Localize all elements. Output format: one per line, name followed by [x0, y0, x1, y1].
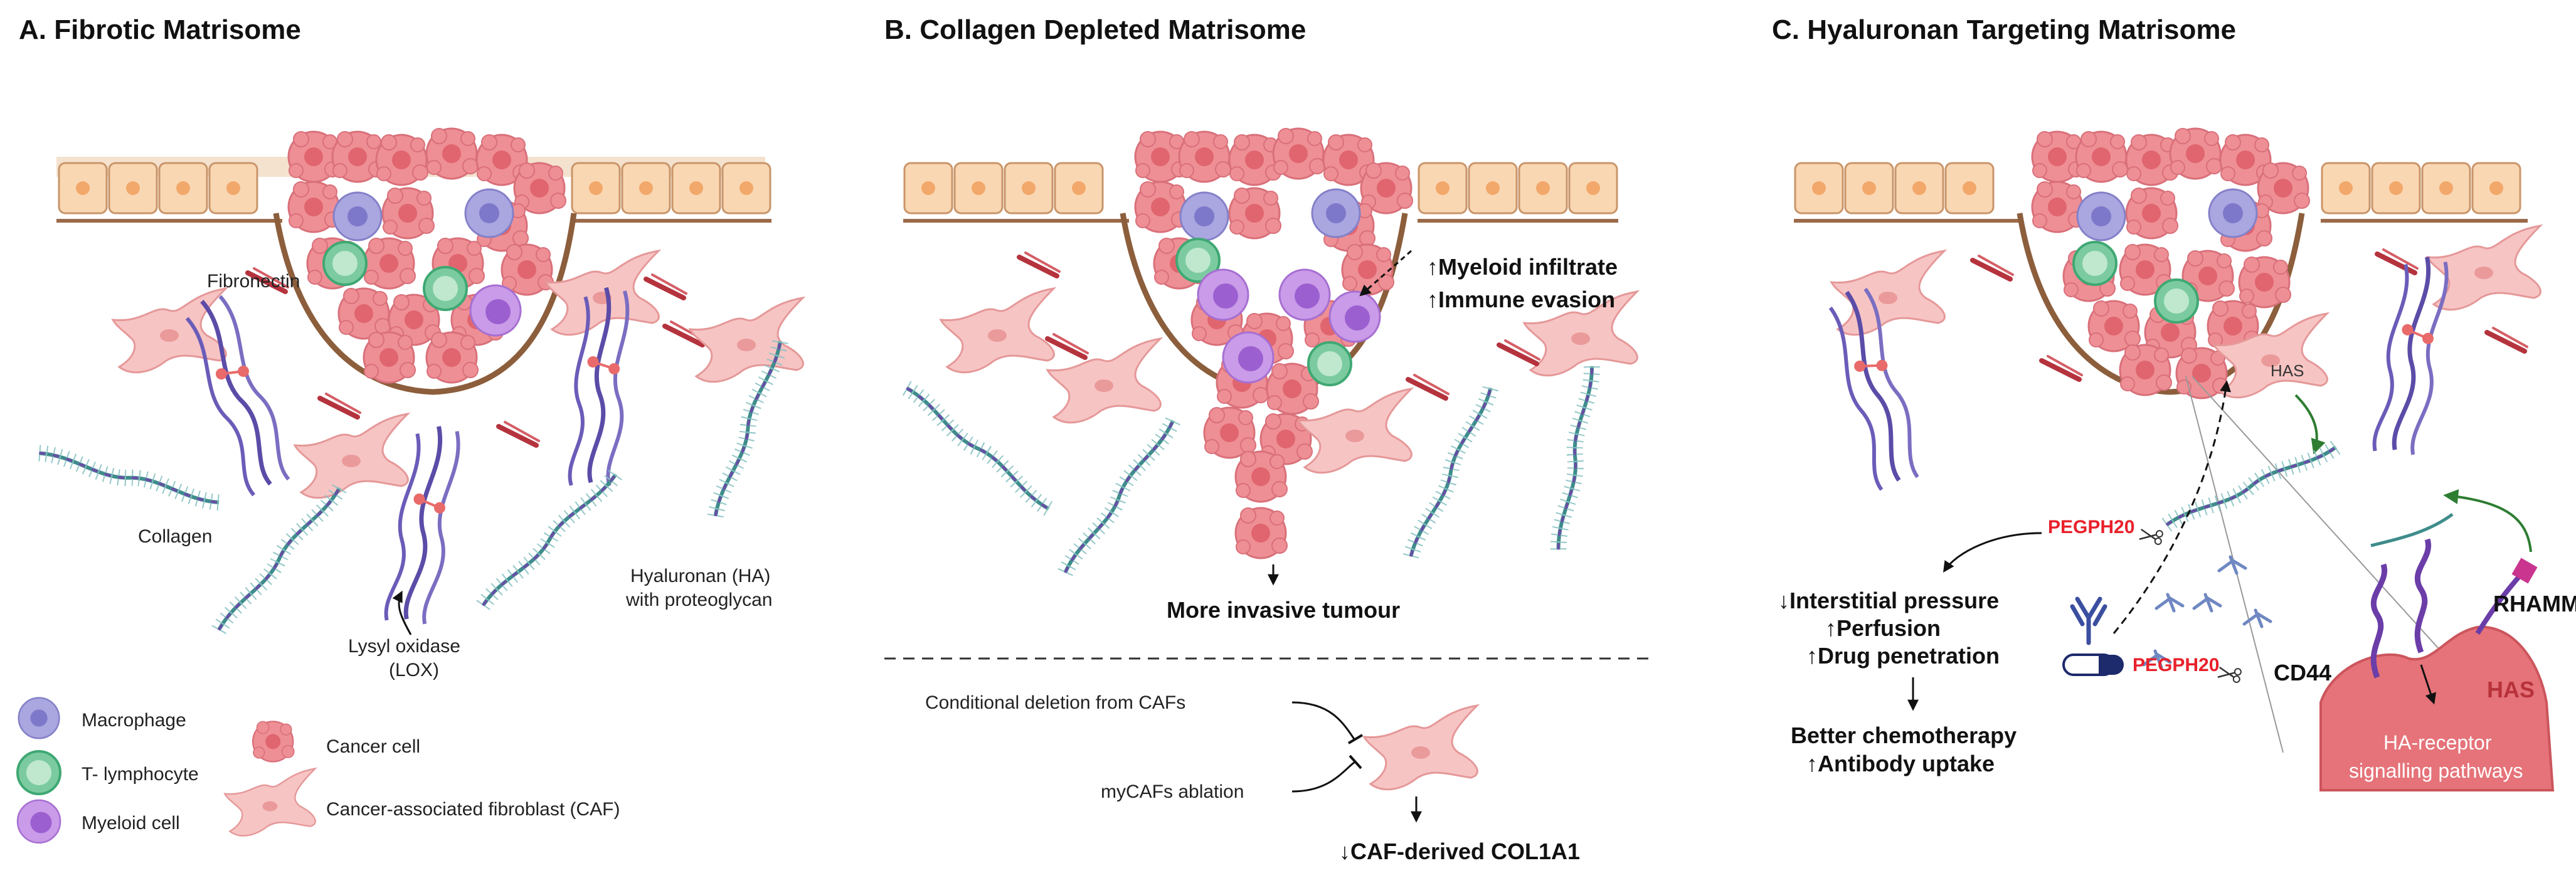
outcome-2: ↑Antibody uptake: [1806, 751, 1995, 776]
panel-a: A. Fibrotic Matrisome: [16, 14, 829, 844]
myeloid-infiltrate: ↑Myeloid infiltrate: [1427, 254, 1618, 280]
rhamm-label: RHAMM: [2493, 591, 2576, 616]
legend-caf: Cancer-associated fibroblast (CAF): [326, 799, 620, 820]
panel-b-title: B. Collagen Depleted Matrisome: [884, 14, 1306, 45]
legend-a: Macrophage T- lymphocyte Myeloid cell Ca…: [16, 697, 620, 844]
lox-arrow: [392, 590, 412, 635]
immune-evasion: ↑Immune evasion: [1427, 287, 1615, 312]
effect-1: ↓Interstitial pressure: [1778, 588, 1999, 613]
signal-label-2: signalling pathways: [2349, 759, 2523, 782]
fibronectin-label: Fibronectin: [207, 271, 300, 292]
ha-label-1: Hyaluronan (HA): [630, 566, 770, 586]
antibody-icon: [2072, 599, 2105, 643]
epithelium-c: [1794, 162, 2528, 223]
has-small-label: HAS: [2271, 361, 2304, 380]
conditional-deletion-label: Conditional deletion from CAFs: [925, 692, 1185, 713]
caf-target: [1363, 704, 1478, 791]
receptor-cell: [2319, 512, 2555, 791]
panel-c: C. Hyaluronan Targeting Matrisome HAS: [1772, 14, 2576, 791]
ha-label-2: with proteoglycan: [625, 590, 772, 610]
signalling-arrow: [2420, 664, 2436, 705]
drug-delivery-arrow: [2112, 380, 2232, 634]
rhamm-feedback-arrow: [2443, 489, 2532, 553]
panel-b: B. Collagen Depleted Matrisome: [884, 14, 1656, 864]
pegph20-label-1: PEGPH20: [2048, 517, 2134, 537]
has-arrow: [2294, 394, 2326, 455]
epithelium-b: [903, 162, 1618, 223]
legend-t-lymphocyte: T- lymphocyte: [82, 764, 199, 785]
legend-cancer: Cancer cell: [326, 736, 420, 757]
tumour-c: [2017, 127, 2311, 399]
invasive-label: More invasive tumour: [1167, 597, 1400, 623]
mycafs-label: myCAFs ablation: [1101, 781, 1244, 802]
tumour-b: [1120, 127, 1414, 559]
myeloid-arrow: [1359, 250, 1412, 297]
panel-a-title: A. Fibrotic Matrisome: [19, 14, 301, 45]
inhibit-arrow-1: [1291, 701, 1356, 741]
signal-label-1: HA-receptor: [2383, 731, 2492, 754]
col1a1-label: ↓CAF-derived COL1A1: [1339, 839, 1580, 864]
outcome-1: Better chemotherapy: [1791, 722, 2017, 748]
legend-macrophage: Macrophage: [82, 710, 186, 731]
effect-3: ↑Drug penetration: [1806, 643, 2000, 669]
legend-myeloid: Myeloid cell: [82, 813, 180, 833]
collagen-label: Collagen: [138, 526, 212, 547]
lox-label-2: (LOX): [389, 660, 439, 680]
pegph20-arrow: [1943, 532, 2042, 573]
inhibit-arrow-2: [1291, 761, 1355, 793]
effect-2: ↑Perfusion: [1825, 615, 1941, 641]
pegph20-label-2: PEGPH20: [2133, 655, 2219, 675]
tumour-a: [273, 127, 577, 395]
lox-label-1: Lysyl oxidase: [348, 636, 460, 657]
has-big-label: HAS: [2487, 677, 2535, 702]
panel-c-title: C. Hyaluronan Targeting Matrisome: [1772, 14, 2236, 45]
drug-icon: [2062, 653, 2125, 676]
cd44-label: CD44: [2274, 660, 2331, 685]
